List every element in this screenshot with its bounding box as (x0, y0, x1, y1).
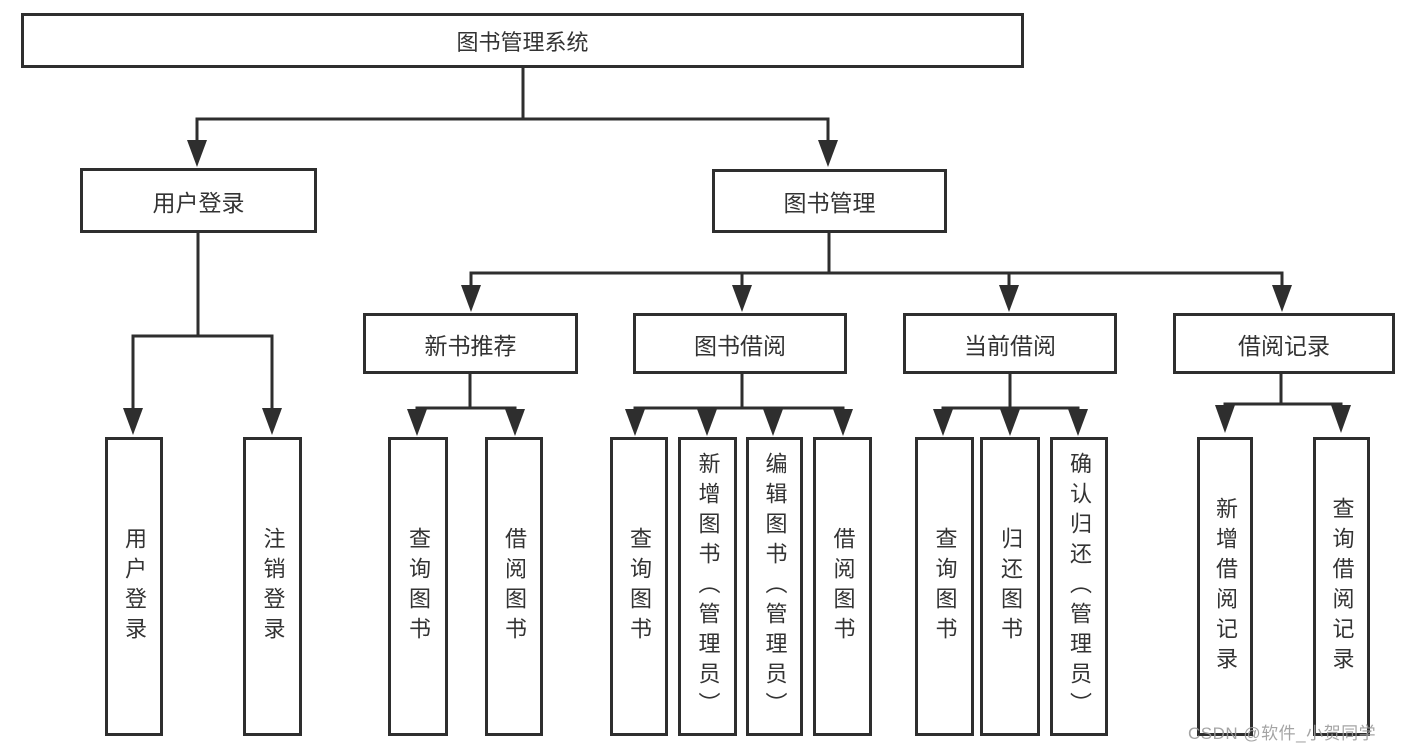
leaf-label: 查询借阅记录 (1329, 496, 1355, 677)
leaf-label: 借阅图书 (830, 526, 856, 647)
leaf-add-book-admin: 新增图书（管理员） (678, 437, 737, 736)
node-label: 图书管理 (783, 190, 876, 216)
leaf-label: 编辑图书（管理员） (762, 451, 788, 722)
node-label: 图书借阅 (694, 332, 786, 359)
leaf-label: 查询图书 (932, 526, 958, 647)
leaf-label: 确认归还（管理员） (1067, 451, 1092, 722)
node-current-borrow: 当前借阅 (903, 313, 1117, 374)
node-label: 图书管理系统 (456, 29, 589, 55)
leaf-label: 借阅图书 (502, 526, 527, 647)
node-book-borrow: 图书借阅 (633, 313, 847, 374)
node-label: 当前借阅 (964, 332, 1056, 359)
node-new-book-recommend: 新书推荐 (363, 313, 578, 374)
leaf-query-books-borrow: 查询图书 (610, 437, 668, 736)
leaf-confirm-return-admin: 确认归还（管理员） (1050, 437, 1108, 736)
leaf-label: 注销登录 (260, 526, 286, 647)
leaf-user-login: 用户登录 (105, 437, 163, 736)
leaf-label: 新增借阅记录 (1213, 496, 1238, 677)
leaf-label: 新增图书（管理员） (695, 451, 721, 722)
leaf-edit-book-admin: 编辑图书（管理员） (746, 437, 803, 736)
leaf-label: 查询图书 (406, 526, 431, 647)
arrowhead-icons (123, 140, 1351, 436)
connector-lines (131, 66, 1343, 410)
node-root-system: 图书管理系统 (21, 13, 1024, 68)
node-book-management: 图书管理 (712, 169, 947, 233)
leaf-query-books-recommend: 查询图书 (388, 437, 448, 736)
leaf-label: 查询图书 (627, 526, 652, 647)
node-label: 新书推荐 (424, 332, 517, 359)
leaf-return-book: 归还图书 (980, 437, 1040, 736)
leaf-add-borrow-record: 新增借阅记录 (1197, 437, 1253, 736)
node-user-login: 用户登录 (80, 168, 317, 233)
node-borrow-record: 借阅记录 (1173, 313, 1395, 374)
leaf-label: 用户登录 (122, 526, 147, 647)
leaf-borrow-book: 借阅图书 (813, 437, 872, 736)
leaf-query-books-current: 查询图书 (915, 437, 974, 736)
leaf-label: 归还图书 (998, 526, 1023, 647)
leaf-query-borrow-record: 查询借阅记录 (1313, 437, 1370, 736)
watermark: CSDN @软件_小贺同学 (1188, 724, 1377, 743)
node-label: 借阅记录 (1238, 332, 1330, 359)
node-label: 用户登录 (152, 189, 245, 216)
leaf-borrow-books-recommend: 借阅图书 (485, 437, 543, 736)
leaf-logout: 注销登录 (243, 437, 302, 736)
